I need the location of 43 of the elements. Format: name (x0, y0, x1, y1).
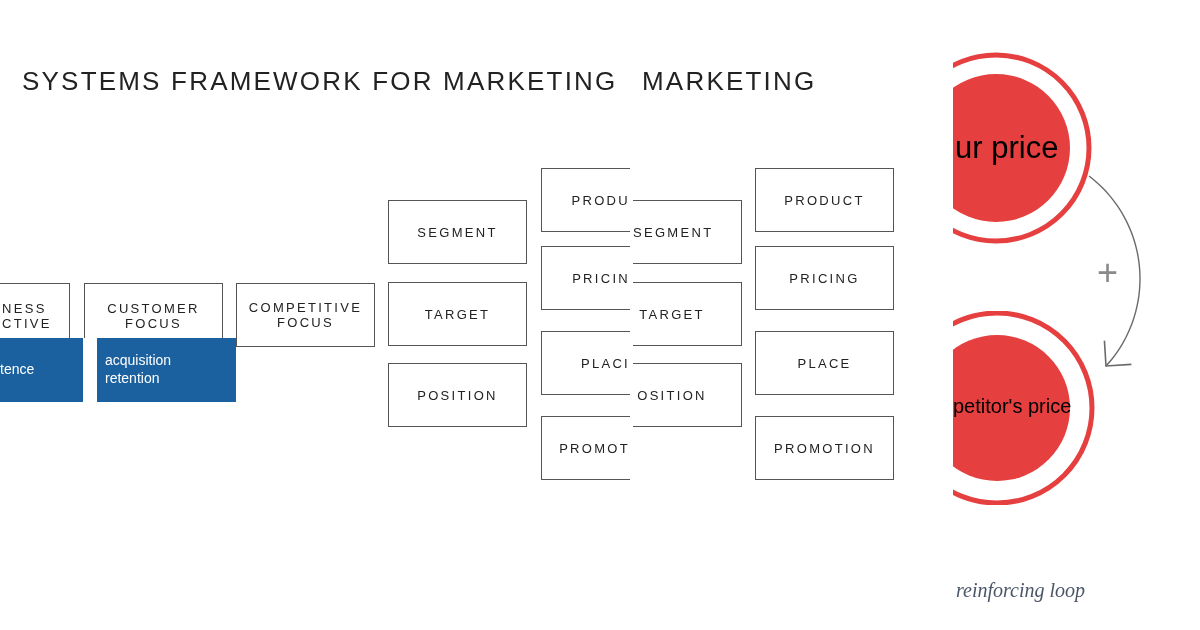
framework-box (755, 331, 894, 395)
framework-box (633, 282, 742, 346)
framework-box (541, 246, 630, 310)
box-label: PLACE (796, 355, 853, 371)
framework-box (755, 168, 894, 232)
framework-box (633, 200, 742, 264)
framework-box (541, 331, 630, 395)
box-label: POSITION (416, 387, 499, 403)
framework-box (755, 416, 894, 480)
box-label: TARGET (638, 306, 706, 322)
loop-label: reinforcing loop (956, 578, 1086, 602)
box-label: CUSTOMER FOCUS (106, 300, 201, 331)
box-label: PLACI (579, 355, 630, 371)
framework-box (0, 283, 70, 338)
framework-box (388, 200, 527, 264)
note-box (97, 338, 236, 402)
box-label: PRICIN (571, 270, 630, 286)
variable-label: ur price (955, 130, 1059, 166)
note-box (0, 338, 83, 402)
box-label: PRODUCT (783, 192, 866, 208)
box-label: TARGET (423, 306, 492, 322)
note-text: tence (0, 360, 36, 378)
title: SYSTEMS FRAMEWORK FOR MARKETING (22, 68, 618, 94)
box-label: PROMOT (558, 440, 630, 456)
box-label: NESS CTIVE (2, 300, 53, 331)
box-label: PROMOTION (773, 440, 876, 456)
box-label: SEGMENT (633, 224, 711, 240)
framework-box (541, 168, 630, 232)
box-label: OSITION (636, 387, 708, 403)
box-label: COMPETITIVE FOCUS (247, 300, 364, 330)
framework-box (388, 363, 527, 427)
note-text: acquisition retention (105, 351, 173, 387)
arrow (1088, 175, 1141, 367)
box-label: PRODU (570, 192, 630, 208)
framework-box (541, 416, 630, 480)
framework-box (755, 246, 894, 310)
box-label: PRICING (788, 270, 861, 286)
framework-box (388, 282, 527, 346)
framework-box (84, 283, 223, 338)
heading: MARKETING (642, 68, 817, 94)
framework-box (236, 283, 375, 347)
framework-box (633, 363, 742, 427)
box-label: SEGMENT (416, 224, 499, 240)
